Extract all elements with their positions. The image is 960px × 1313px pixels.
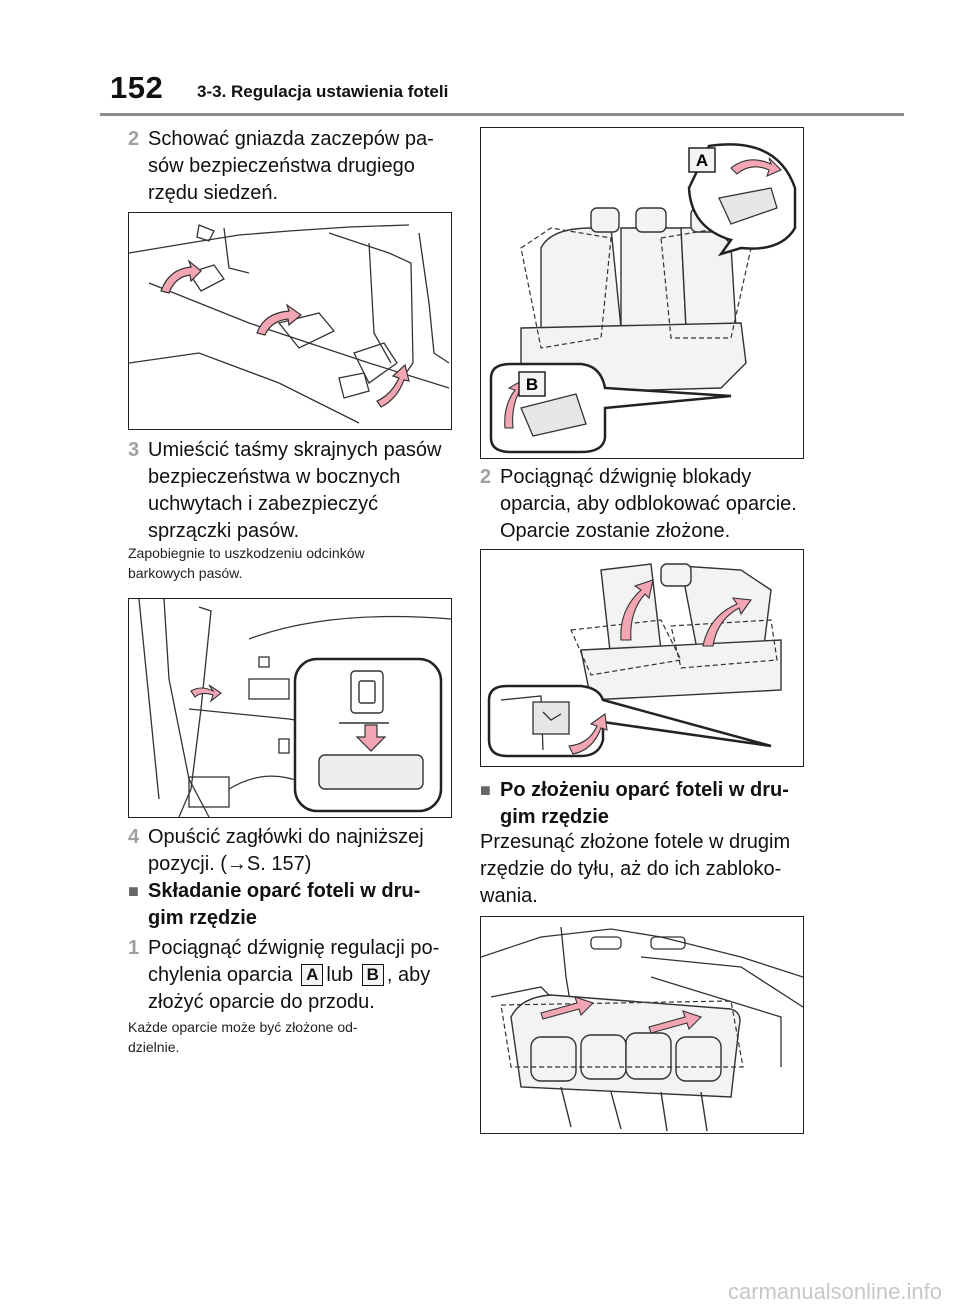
figure-buckle-stow <box>128 212 452 430</box>
step-text: Umieścić taśmy skrajnych pasów bezpiecze… <box>148 439 442 542</box>
label-b-badge: B <box>361 964 384 986</box>
figure-seat-levers: A B <box>480 127 804 459</box>
figure-seatback-folding <box>480 549 804 767</box>
header-rule <box>100 113 904 116</box>
step-number: 1 <box>128 937 140 959</box>
buckle-stow-illustration <box>129 224 450 424</box>
step-number: 3 <box>128 439 140 461</box>
step-1-recline-lever: 1 Pociągnąć dźwignię regulacji po- chyle… <box>128 935 468 1019</box>
step-3-belt-holders: 3 Umieścić taśmy skrajnych pasów bezpiec… <box>128 437 468 547</box>
seatback-folding-illustration <box>487 563 782 758</box>
step-number: 2 <box>128 128 140 150</box>
label-a-badge: A <box>301 964 324 986</box>
callout-a-label: A <box>696 151 708 170</box>
step-text: Opuścić zagłówki do najniższej pozycji. … <box>148 826 424 875</box>
square-bullet-icon: ■ <box>480 780 491 800</box>
step-text-line: Pociągnąć dźwignię regulacji po- <box>148 937 440 959</box>
square-bullet-icon: ■ <box>128 881 139 901</box>
step-text-fragment: lub <box>326 964 354 986</box>
page-number: 152 <box>110 70 164 105</box>
watermark: carmanualsonline.info <box>727 1279 942 1304</box>
seat-levers-illustration: A B <box>489 143 797 454</box>
step-text: Pociągnąć dźwignię blokady oparcia, aby … <box>500 466 797 542</box>
figure-seats-slide-back <box>480 916 804 1134</box>
step-text: Schować gniazda zaczepów pa- sów bezpiec… <box>148 128 434 204</box>
heading-after-folding: ■ Po złożeniu oparć foteli w dru- gim rz… <box>480 777 830 833</box>
step-4-lower-headrests: 4 Opuścić zagłówki do najniższej pozycji… <box>128 824 468 880</box>
step-number: 2 <box>480 466 492 488</box>
section-title: 3-3. Regulacja ustawienia foteli <box>197 82 449 101</box>
note-step-1: Każde oparcie może być złożone od- dziel… <box>128 1019 358 1055</box>
note-step-3: Zapobiegnie to uszkodzeniu odcinków bark… <box>128 545 365 581</box>
heading-text: Po złożeniu oparć foteli w dru- gim rzęd… <box>500 779 789 828</box>
heading-folding-seatbacks: ■ Składanie oparć foteli w dru- gim rzęd… <box>128 878 468 934</box>
step-2-lock-lever: 2 Pociągnąć dźwignię blokady oparcia, ab… <box>480 464 830 548</box>
step-text-fragment: , aby <box>386 964 431 986</box>
step-text-fragment: chylenia oparcia <box>148 964 293 986</box>
belt-holder-illustration <box>138 599 451 817</box>
heading-text: Składanie oparć foteli w dru- gim rzędzi… <box>148 880 421 929</box>
figure-belt-holder <box>128 598 452 818</box>
paragraph-slide-seats: Przesunąć złożone fotele w drugim rzędzi… <box>480 831 791 907</box>
step-text-line: złożyć oparcie do przodu. <box>148 991 375 1013</box>
step-number: 4 <box>128 826 140 848</box>
step-text: Pociągnąć dźwignię regulacji po- chyleni… <box>148 935 439 1016</box>
step-2-stow-buckles: 2 Schować gniazda zaczepów pa- sów bezpi… <box>128 126 458 210</box>
callout-b-label: B <box>526 375 538 394</box>
seats-slide-back-illustration <box>481 926 803 1132</box>
